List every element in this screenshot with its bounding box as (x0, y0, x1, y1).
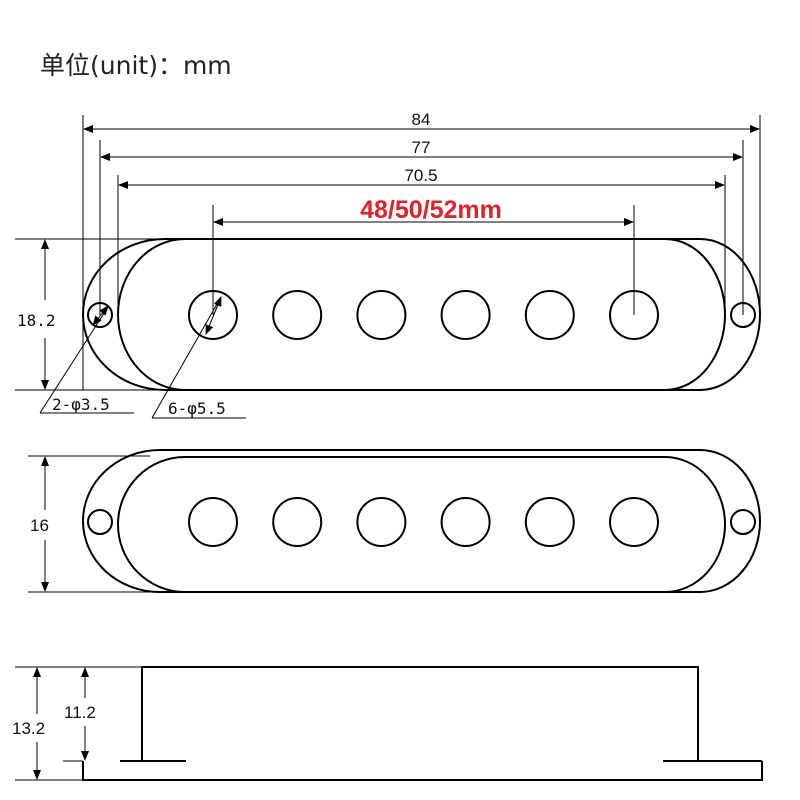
top-view-16 (82, 449, 761, 593)
top-view-18-2 (82, 238, 761, 391)
pole-hole (188, 290, 238, 340)
pole-hole (609, 497, 659, 547)
pole-hole (609, 290, 659, 340)
dim-18-2: 18.2 (17, 311, 56, 330)
pole-hole (524, 290, 575, 340)
dim-70-5: 70.5 (404, 166, 437, 185)
dim-pole-spacing: 48/50/52mm (360, 196, 502, 224)
dim-77: 77 (412, 138, 431, 157)
dim-16: 16 (30, 516, 49, 535)
dim-pole-holes: 6-φ5.5 (168, 399, 226, 418)
dim-mount-holes: 2-φ3.5 (52, 395, 110, 414)
pole-hole (356, 290, 407, 340)
dim-13-2: 13.2 (12, 719, 45, 738)
dim-11-2: 11.2 (64, 703, 96, 722)
pole-hole (440, 290, 491, 340)
pole-hole (188, 497, 238, 547)
side-view (82, 666, 763, 781)
pole-hole (356, 497, 407, 547)
pole-hole (272, 497, 323, 547)
pole-hole (272, 290, 323, 340)
pole-hole (440, 497, 491, 547)
unit-label: 单位(unit)：mm (40, 51, 232, 80)
diameter-arrow (92, 305, 109, 326)
diameter-arrow (205, 296, 222, 335)
pole-hole (524, 497, 575, 547)
dim-84: 84 (412, 110, 431, 129)
